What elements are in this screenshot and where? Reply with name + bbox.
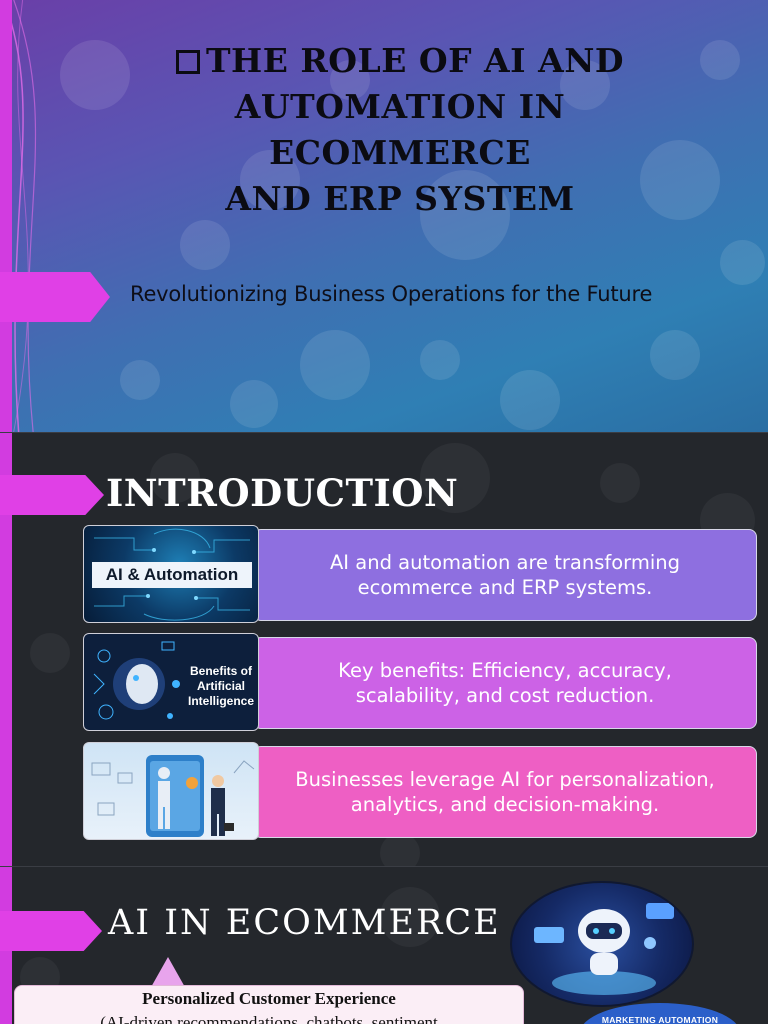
introduction-heading: INTRODUCTION: [106, 471, 459, 515]
card-line: AI and automation are transforming: [329, 551, 681, 574]
slide-title: The Role of AI and Automation in Ecommer…: [120, 38, 680, 222]
ai-automation-image: AI & Automation: [83, 525, 259, 623]
decorative-curve: [3, 0, 37, 432]
box-subtitle: (AI-driven recommendations, chatbots, se…: [100, 1013, 438, 1024]
card-line: scalability, and cost reduction.: [355, 684, 655, 707]
slide-subtitle: Revolutionizing Business Operations for …: [130, 282, 653, 306]
heading-arrow-shape: [0, 475, 104, 515]
checkbox-bullet-icon: [176, 50, 200, 74]
intro-row-2: Key benefits: Efficiency, accuracy, scal…: [83, 633, 759, 731]
subtitle-arrow-shape: [0, 272, 110, 322]
introduction-slide: INTRODUCTION AI and automation are trans…: [0, 432, 768, 866]
chatbot-robot-image: [510, 881, 694, 1007]
card-line: analytics, and decision-making.: [350, 793, 660, 816]
left-accent-band: [0, 0, 12, 432]
robot-handshake-image: [83, 742, 259, 840]
title-line-2: Automation in Ecommerce: [234, 87, 566, 172]
title-slide: The Role of AI and Automation in Ecommer…: [0, 0, 768, 432]
card-line: Businesses leverage AI for personalizati…: [295, 768, 715, 791]
title-line-3: and ERP System: [225, 179, 575, 218]
image-label: Benefits of Artificial Intelligence: [187, 664, 255, 708]
heading-arrow-shape: [0, 911, 102, 951]
personalized-experience-box: Personalized Customer Experience (AI-dri…: [14, 985, 524, 1024]
intro-card-1: AI and automation are transforming ecomm…: [253, 529, 757, 621]
image-label: AI & Automation: [92, 562, 252, 588]
box-title: Personalized Customer Experience: [142, 989, 396, 1008]
intro-row-3: Businesses leverage AI for personalizati…: [83, 742, 759, 840]
left-accent-band: [0, 433, 12, 866]
card-line: Key benefits: Efficiency, accuracy,: [338, 659, 672, 682]
title-line-1: The Role of AI and: [206, 41, 624, 80]
card-line: ecommerce and ERP systems.: [357, 576, 653, 599]
ai-in-ecommerce-slide: AI IN ECOMMERCE Personalized Customer Ex…: [0, 866, 768, 1024]
benefits-of-ai-image: Benefits of Artificial Intelligence: [83, 633, 259, 731]
intro-card-2: Key benefits: Efficiency, accuracy, scal…: [253, 637, 757, 729]
ai-in-ecommerce-heading: AI IN ECOMMERCE: [108, 903, 501, 943]
intro-row-1: AI and automation are transforming ecomm…: [83, 525, 759, 623]
marketing-label: MARKETING AUTOMATION: [601, 1015, 719, 1024]
intro-card-3: Businesses leverage AI for personalizati…: [253, 746, 757, 838]
marketing-automation-image: MARKETING AUTOMATION: [580, 1003, 740, 1024]
